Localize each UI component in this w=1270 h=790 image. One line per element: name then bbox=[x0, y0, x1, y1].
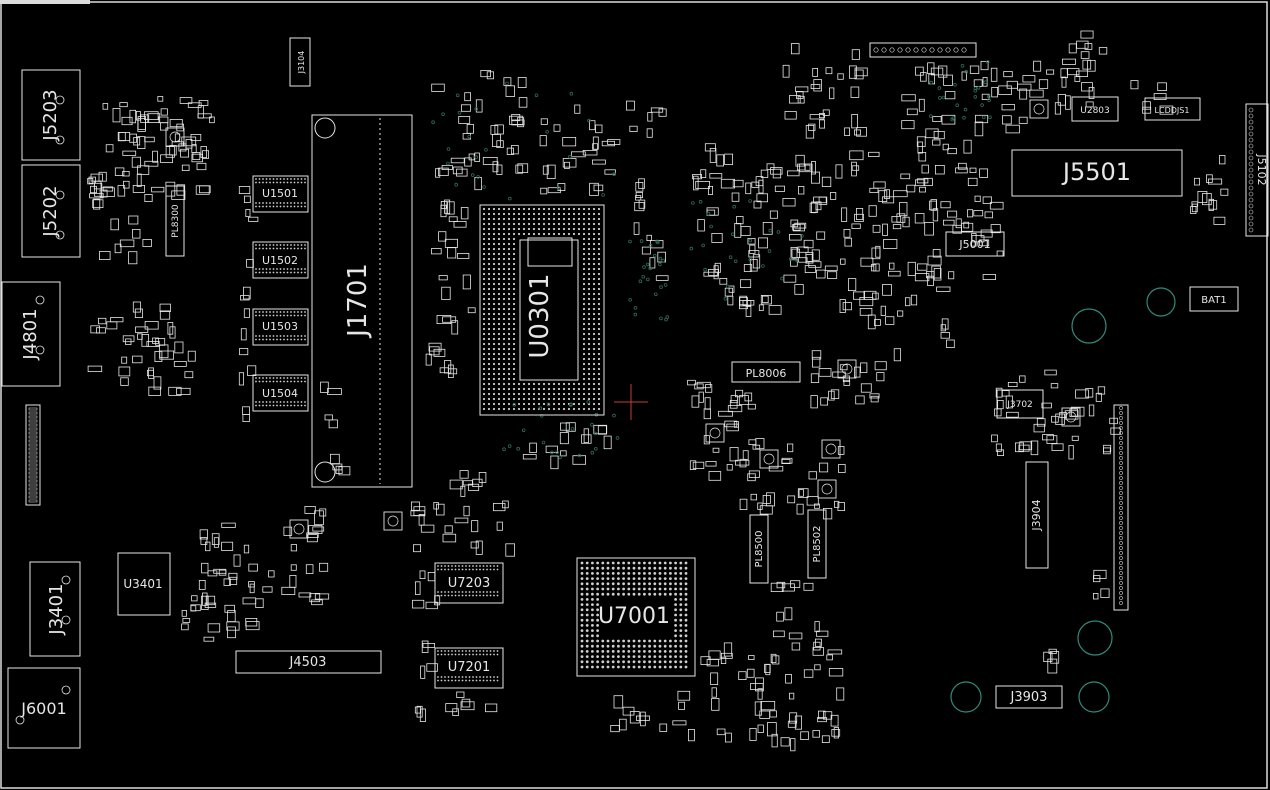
j1701-hole-top bbox=[314, 117, 336, 139]
label-u7203: U7203 bbox=[448, 576, 491, 591]
j5001-outline bbox=[945, 231, 1005, 257]
label-j5203: J5203 bbox=[40, 89, 61, 141]
label-u1502: U1502 bbox=[262, 254, 298, 267]
label-u1504: U1504 bbox=[262, 387, 298, 400]
label-u7001: U7001 bbox=[598, 604, 670, 629]
label-j5102: J5102 bbox=[1255, 153, 1268, 185]
mount-hole bbox=[950, 681, 982, 713]
u0301-die-cap bbox=[527, 237, 573, 267]
j5202-outline bbox=[21, 164, 81, 258]
lcd-outline bbox=[1144, 97, 1201, 121]
j1701-outline bbox=[311, 114, 413, 488]
pl8500-outline bbox=[749, 514, 769, 584]
label-u7201: U7201 bbox=[448, 660, 491, 675]
label-j5202: J5202 bbox=[40, 185, 61, 237]
label-pl8502: PL8502 bbox=[812, 525, 823, 562]
j3401-outline bbox=[29, 561, 81, 657]
label-j5001: J5001 bbox=[958, 238, 990, 251]
pl8006-outline bbox=[731, 361, 801, 383]
j3903-outline bbox=[995, 685, 1063, 709]
j5203-outline bbox=[21, 69, 81, 161]
u1504-outline bbox=[252, 374, 309, 412]
label-j3104: J3104 bbox=[297, 51, 306, 75]
label-j4801: J4801 bbox=[20, 308, 41, 360]
j3904-outline bbox=[1025, 461, 1049, 569]
label-u0301: U0301 bbox=[525, 273, 555, 358]
mount-hole bbox=[1078, 681, 1110, 713]
j3702-outline bbox=[996, 389, 1044, 419]
j3400-strip bbox=[869, 42, 977, 58]
u0301-die bbox=[519, 239, 579, 381]
u1503-outline bbox=[252, 308, 309, 346]
j3104-outline bbox=[289, 37, 311, 87]
label-pl8006: PL8006 bbox=[746, 367, 787, 380]
label-j3702: J3702 bbox=[1006, 400, 1033, 410]
u7001-outline bbox=[576, 557, 696, 677]
mount-holes bbox=[950, 287, 1176, 713]
label-lcd: LCDDJS1 bbox=[1155, 106, 1190, 115]
mount-hole bbox=[1077, 620, 1113, 656]
label-j6001: J6001 bbox=[20, 699, 66, 718]
label-j4503: J4503 bbox=[289, 655, 327, 670]
small-components-layer bbox=[15, 30, 1254, 752]
label-u3401: U3401 bbox=[123, 577, 162, 591]
j6001-outline bbox=[7, 667, 81, 749]
u3401-outline bbox=[117, 552, 171, 616]
label-u1501: U1501 bbox=[262, 187, 298, 200]
j4801-outline bbox=[1, 281, 61, 387]
j3900-strip bbox=[1113, 404, 1129, 611]
label-j3401: J3401 bbox=[46, 583, 67, 635]
u7201-outline bbox=[434, 647, 504, 689]
j5501-outline bbox=[1011, 149, 1183, 197]
label-j1701: J1701 bbox=[343, 263, 373, 339]
major-components-layer bbox=[1, 37, 1269, 749]
label-pl8500: PL8500 bbox=[754, 530, 765, 567]
cursor-crosshair bbox=[614, 384, 648, 420]
label-u2803: U2803 bbox=[1080, 106, 1110, 116]
label-u1503: U1503 bbox=[262, 320, 298, 333]
j4503-outline bbox=[235, 650, 382, 674]
j5102-outline bbox=[1245, 103, 1269, 237]
j1701-hole-bottom bbox=[314, 461, 336, 483]
label-pl8300: PL8300 bbox=[171, 204, 181, 238]
bat1-outline bbox=[1189, 286, 1239, 312]
label-j3903: J3903 bbox=[1010, 690, 1048, 705]
refdes-labels: J5203 J5202 J4801 J3401 J6001 J3104 PL83… bbox=[20, 51, 1268, 718]
u0301-outline bbox=[479, 204, 605, 416]
label-j3904: J3904 bbox=[1030, 499, 1043, 531]
u1502-outline bbox=[252, 241, 309, 279]
mount-hole bbox=[1071, 308, 1107, 344]
pl8502-outline bbox=[807, 509, 827, 579]
label-bat1: BAT1 bbox=[1201, 295, 1226, 306]
u7203-outline bbox=[434, 562, 504, 604]
mount-hole bbox=[1146, 287, 1176, 317]
j4800-strip bbox=[25, 404, 41, 506]
u1501-outline bbox=[252, 175, 309, 213]
u2803-outline bbox=[1071, 96, 1119, 122]
pl8300-outline bbox=[165, 185, 185, 257]
label-j5501: J5501 bbox=[1061, 158, 1131, 186]
